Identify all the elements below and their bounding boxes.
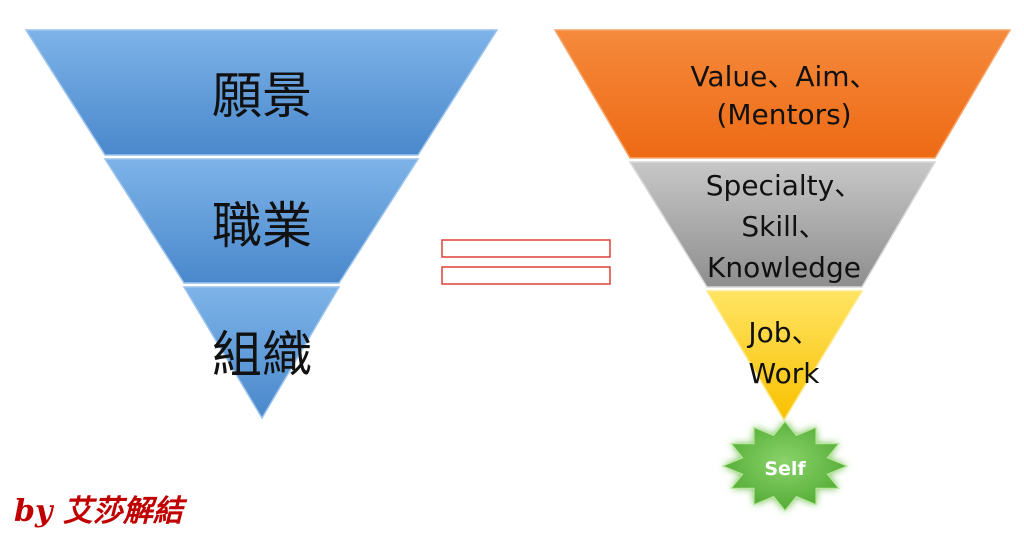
left-level-3-label: 組織 — [212, 326, 312, 384]
self-star: Self — [721, 420, 849, 512]
right-level-2-line-1: Specialty、 — [706, 169, 862, 202]
left-level-1 — [24, 29, 499, 156]
self-starburst-shape — [721, 420, 849, 512]
left-level-1-label: 願景 — [212, 67, 312, 125]
right-level-2-line-2: Skill、 — [741, 210, 826, 243]
equals-bar-bottom — [441, 266, 611, 285]
right-level-1-line-2: (Mentors) — [716, 98, 851, 131]
left-level-2 — [103, 158, 420, 284]
right-level-3-line-1: Job、 — [746, 316, 819, 349]
equals-sign — [441, 239, 611, 285]
right-level-2 — [628, 161, 937, 288]
right-level-3-line-2: Work — [749, 357, 821, 390]
right-pyramid: Value、Aim、 (Mentors) Specialty、 Skill、 K… — [553, 29, 1012, 422]
right-level-1-line-1: Value、Aim、 — [690, 60, 877, 93]
right-level-3 — [705, 290, 864, 422]
right-level-1 — [553, 29, 1012, 159]
right-level-2-line-3: Knowledge — [707, 251, 861, 284]
left-pyramid: 願景 職業 組織 — [24, 29, 499, 420]
equals-bar-top — [441, 239, 611, 258]
self-label: Self — [764, 458, 806, 480]
left-level-2-label: 職業 — [212, 197, 312, 255]
left-level-3 — [182, 286, 341, 420]
signature: by 艾莎解結 — [14, 494, 183, 529]
